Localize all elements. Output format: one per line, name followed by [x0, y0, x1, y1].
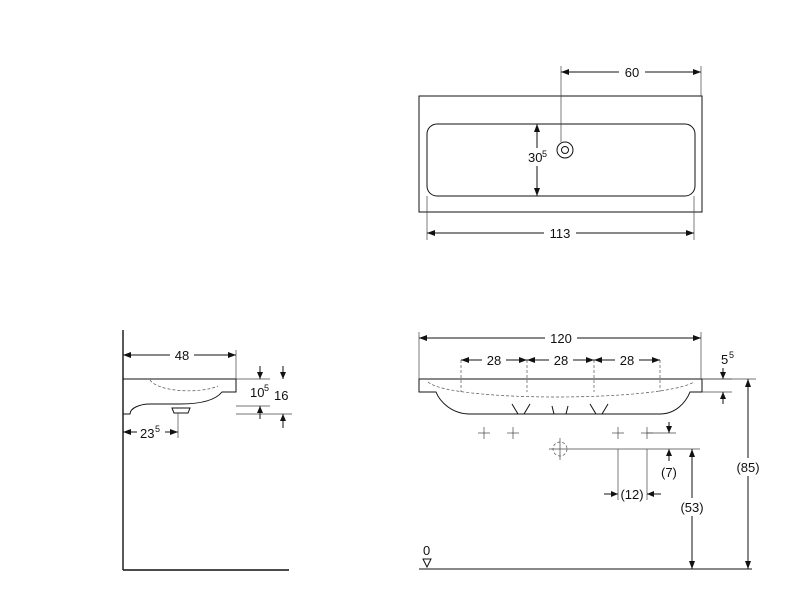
tap-hole-icon: [556, 141, 574, 159]
front-basin-profile: [418, 378, 703, 415]
front-bowl-hidden: [427, 381, 695, 398]
floor-level-marker-icon: [422, 558, 432, 569]
floor-level-label: 0: [423, 543, 430, 558]
dimension-tap-offset: 60: [560, 64, 702, 142]
waste-connection-icons: [478, 427, 653, 460]
side-bowl-hidden: [149, 379, 219, 392]
dimension-bowl-length-label: 113: [550, 226, 571, 241]
dimension-bracket-spacing-3: 28: [620, 353, 634, 368]
dimension-tap-offset-label: 60: [625, 65, 639, 80]
dimension-bracket-spacing-2: 28: [554, 353, 568, 368]
dimension-tap-to-bowl-label: 30: [528, 150, 542, 165]
side-basin-profile: [123, 378, 237, 415]
dimension-waste-position-sup: 5: [155, 424, 160, 434]
dimension-waste-offset-label: (12): [620, 487, 643, 502]
dimension-bowl-length: 113: [426, 196, 695, 241]
dimension-waste-drop: (7): [647, 422, 677, 480]
dimension-tap-to-bowl-sup: 5: [542, 149, 547, 159]
dimension-bracket-spacing: 28 28 28: [461, 352, 660, 368]
dimension-width-label: 120: [550, 331, 572, 346]
dimension-basin-thickness-label: 10: [250, 385, 264, 400]
dimension-basin-thickness: 10 5: [236, 366, 270, 419]
dimension-rim-thickness: 5 5: [702, 350, 734, 404]
dimension-depth-label: 48: [175, 348, 189, 363]
front-mounting-feet: [511, 403, 609, 415]
dimension-basin-thickness-sup: 5: [264, 383, 269, 393]
dimension-waste-offset: (12): [604, 449, 661, 502]
side-waste-outlet: [171, 407, 191, 414]
dimension-height: 16: [236, 366, 292, 428]
bracket-guides: [460, 360, 661, 392]
dimension-overall-height-label: (85): [736, 460, 759, 475]
dimension-waste-height-label: (53): [680, 500, 703, 515]
dimension-height-label: 16: [274, 388, 288, 403]
dimension-depth: 48: [123, 347, 237, 379]
front-view: 0 120: [418, 330, 763, 570]
dimension-waste-height: (53): [571, 448, 707, 569]
dimension-bracket-spacing-1: 28: [487, 353, 501, 368]
dimension-overall-height: (85): [702, 378, 763, 569]
side-view: 48 10 5 16 23: [122, 330, 292, 571]
top-view: 60 30 5 113: [418, 64, 703, 241]
top-view-outline: [418, 95, 703, 213]
dimension-waste-position: 23 5: [123, 413, 179, 441]
dimension-rim-thickness-label: 5: [721, 352, 728, 367]
dimension-width: 120: [418, 330, 702, 379]
dimension-rim-thickness-sup: 5: [729, 350, 734, 360]
dimension-waste-position-label: 23: [140, 426, 154, 441]
dimension-waste-drop-label: (7): [661, 465, 677, 480]
dimension-tap-to-bowl: 30 5: [524, 124, 552, 196]
